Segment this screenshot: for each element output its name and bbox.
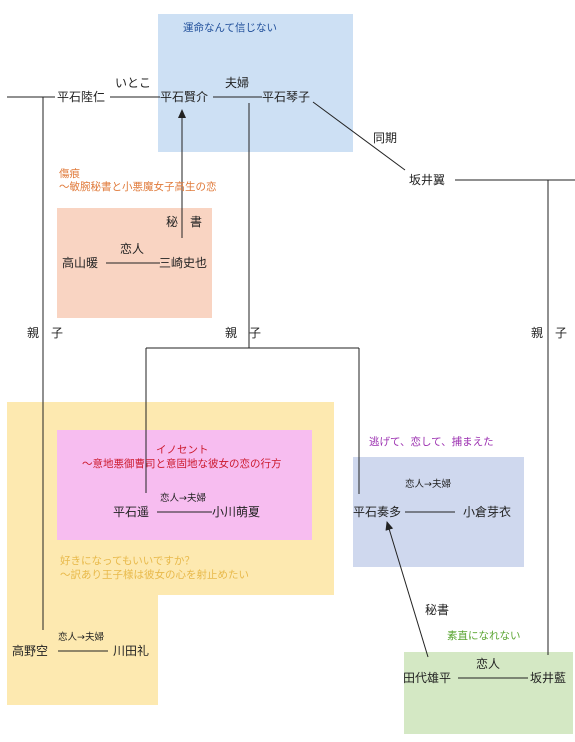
person-rikuhito: 平石陸仁: [57, 90, 106, 104]
person-moeka: 小川萌夏: [212, 505, 261, 519]
relation-koibito-dan: 恋人: [120, 242, 145, 256]
relation-oyako-right: 親 子: [531, 326, 568, 340]
person-rei: 川田礼: [113, 644, 150, 658]
relation-douki: 同期: [373, 131, 398, 145]
person-ai: 坂井藍: [530, 671, 567, 685]
person-tsubasa: 坂井翼: [409, 173, 446, 187]
relation-haruka-moeka: 恋人→夫婦: [160, 493, 206, 504]
region-innocent: [57, 430, 312, 540]
caption-suki-title: 好きになってもいいですか？: [60, 555, 195, 567]
person-kensuke: 平石賢介: [160, 90, 209, 104]
caption-nigete: 逃げて、恋して、捕まえた: [369, 436, 494, 448]
person-sora: 高野空: [12, 644, 49, 658]
relation-hisho-shiya: 秘 書: [166, 215, 203, 229]
person-haruka: 平石遥: [113, 505, 150, 519]
caption-sunao: 素直になれない: [447, 630, 521, 642]
person-kanata: 平石奏多: [353, 505, 402, 519]
arrow-hisho-yuhei: [385, 521, 429, 658]
relation-koibito-yuhei: 恋人: [476, 657, 501, 671]
caption-unmei: 運命なんて信じない: [183, 22, 277, 34]
region-sunao: [404, 652, 573, 734]
line-douki: [312, 101, 406, 171]
relation-fuufu: 夫婦: [225, 76, 250, 90]
region-suki-lower: [7, 594, 158, 705]
caption-innocent-subtitle: ～意地悪御曹司と意固地な彼女の恋の行方: [82, 458, 282, 470]
caption-innocent-title: イノセント: [156, 444, 209, 456]
caption-suki-subtitle: ～訳あり王子様は彼女の心を射止めたい: [60, 569, 249, 581]
relation-oyako-left: 親 子: [27, 326, 64, 340]
person-kotoko: 平石琴子: [262, 90, 311, 104]
relation-oyako-center: 親 子: [225, 326, 262, 340]
person-mei: 小倉芽衣: [463, 505, 512, 519]
relation-sora-rei: 恋人→夫婦: [58, 632, 104, 643]
relation-hisho-yuhei: 秘書: [425, 603, 450, 617]
relation-itoko: いとこ: [115, 76, 152, 90]
person-dan: 高山暖: [62, 256, 99, 270]
person-shiya: 三崎史也: [159, 256, 208, 270]
region-unmei: [158, 14, 353, 152]
caption-kizuato-title: 傷痕: [59, 168, 80, 180]
caption-kizuato-subtitle: ～敏腕秘書と小悪魔女子高生の恋: [59, 181, 217, 193]
relation-kanata-mei: 恋人→夫婦: [405, 479, 451, 490]
person-yuhei: 田代雄平: [403, 671, 452, 685]
